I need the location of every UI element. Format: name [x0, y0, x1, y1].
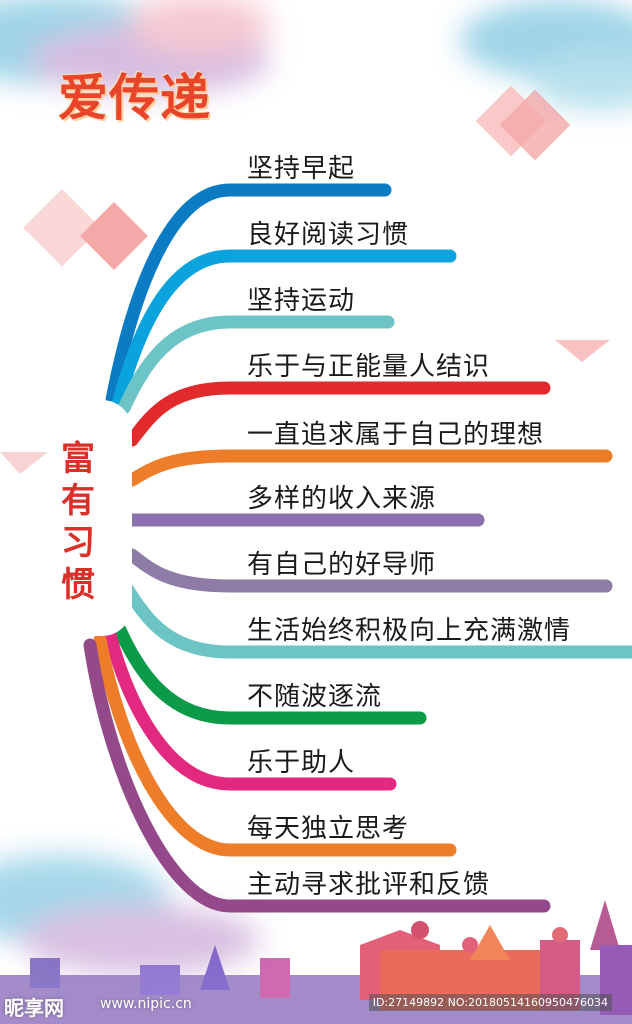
branch-line-3	[117, 315, 395, 415]
habit-label-11: 每天独立思考	[247, 814, 410, 844]
watermark-logo: 昵享网	[4, 996, 64, 1020]
branch-line-1	[105, 183, 392, 407]
habit-label-8: 生活始终积极向上充满激情	[247, 616, 572, 646]
habit-label-5: 一直追求属于自己的理想	[247, 420, 545, 450]
center-node-background	[52, 400, 132, 636]
poster-title: 爱传递	[58, 69, 211, 127]
branch-line-10	[103, 628, 397, 791]
habit-label-7: 有自己的好导师	[247, 550, 437, 580]
center-node-label: 富有习惯	[61, 439, 95, 605]
branch-line-11	[93, 633, 457, 857]
habit-label-3: 坚持运动	[247, 286, 356, 316]
habit-label-10: 乐于助人	[247, 748, 356, 778]
triangle-decor-right	[555, 340, 610, 362]
diamond-decor-top-right	[475, 85, 571, 161]
watercolor-wash-top-right	[460, 0, 632, 110]
branch-line-4	[125, 381, 551, 447]
branch-line-2	[111, 249, 457, 411]
mindmap-branches	[83, 183, 632, 913]
watermark-id: ID:27149892 NO:20180514160950476034	[368, 994, 612, 1011]
habit-label-1: 坚持早起	[247, 154, 356, 184]
branch-line-9	[113, 623, 427, 725]
habit-label-4: 乐于与正能量人结识	[247, 352, 491, 382]
branch-line-7	[125, 548, 613, 593]
watermark-url: www.nipic.cn	[100, 996, 192, 1012]
watercolor-wash-bottom-left	[0, 855, 260, 975]
habit-label-9: 不随波逐流	[247, 682, 383, 712]
diamond-decor-left	[23, 188, 148, 270]
branch-line-12	[83, 638, 551, 913]
habit-label-6: 多样的收入来源	[247, 484, 437, 514]
branch-line-5	[125, 449, 613, 487]
branch-line-8	[121, 583, 632, 659]
habit-label-2: 良好阅读习惯	[247, 220, 410, 250]
habit-label-12: 主动寻求批评和反馈	[247, 870, 491, 900]
triangle-decor-left	[0, 452, 48, 474]
watercolor-wash-top-left	[0, 0, 270, 95]
